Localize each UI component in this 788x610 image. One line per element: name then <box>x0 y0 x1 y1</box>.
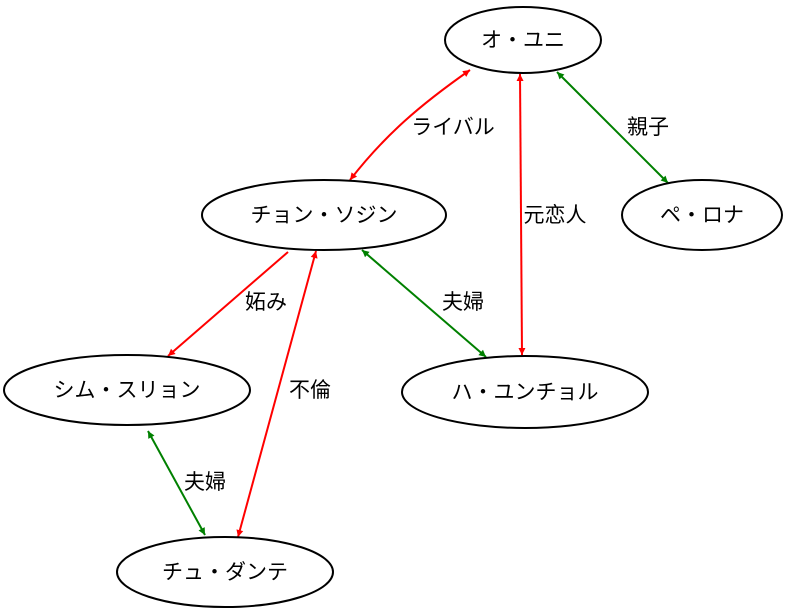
edge-ex-lover: 元恋人 <box>516 73 587 356</box>
svg-text:オ・ユニ: オ・ユニ <box>481 28 565 52</box>
edge-label: 親子 <box>627 115 669 139</box>
edge-married-2: 夫婦 <box>147 430 226 536</box>
edge-label: 夫婦 <box>184 470 226 494</box>
edge-jealousy: 妬み <box>167 251 289 357</box>
svg-text:ペ・ロナ: ペ・ロナ <box>660 203 744 227</box>
node-chonsojin: チョン・ソジン <box>201 179 447 251</box>
edge-label: 不倫 <box>289 378 331 402</box>
edge-parent-child: 親子 <box>556 71 669 184</box>
edge-married-1: 夫婦 <box>361 249 487 358</box>
node-simsuryon: シム・スリョン <box>3 354 251 426</box>
node-chudante: チュ・ダンテ <box>116 536 334 608</box>
edge-label: 妬み <box>245 290 287 314</box>
node-perona: ペ・ロナ <box>621 179 783 251</box>
svg-text:シム・スリョン: シム・スリョン <box>54 378 201 402</box>
edge-label: 元恋人 <box>524 203 587 227</box>
edge-affair: 不倫 <box>236 250 331 538</box>
node-oyuni: オ・ユニ <box>444 6 602 74</box>
svg-text:チュ・ダンテ: チュ・ダンテ <box>162 560 288 584</box>
svg-text:チョン・ソジン: チョン・ソジン <box>251 203 398 227</box>
svg-text:ハ・ユンチョル: ハ・ユンチョル <box>452 380 599 404</box>
edge-label: 夫婦 <box>442 290 484 314</box>
edge-label: ライバル <box>411 115 495 139</box>
edge-rival: ライバル <box>349 69 495 181</box>
node-hayunchoru: ハ・ユンチョル <box>401 355 649 429</box>
